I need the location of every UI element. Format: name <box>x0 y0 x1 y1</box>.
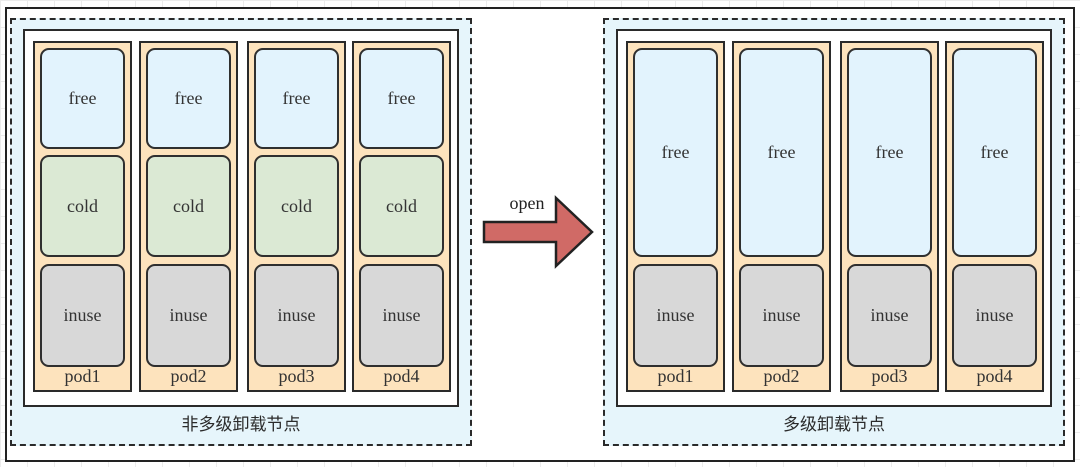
left-pod-3-inuse-segment: inuse <box>254 264 339 367</box>
open-arrow <box>478 190 598 270</box>
right-pod-4-label: pod4 <box>976 366 1013 386</box>
right-pod-3-free-segment: free <box>847 48 932 257</box>
left-pod-4-label: pod4 <box>383 366 420 386</box>
left-pod-2-free-segment: free <box>146 48 231 149</box>
right-pod-2-inuse-segment: inuse <box>739 264 824 367</box>
left-pod-3-free-segment: free <box>254 48 339 149</box>
left-pod-1-free-segment: free <box>40 48 125 149</box>
right-pod-4-free-segment: free <box>952 48 1037 257</box>
right-pod-1-inuse-segment: inuse <box>633 264 718 367</box>
right-node-inner-box: free inuse pod1 free inuse pod2 free inu… <box>616 29 1052 407</box>
right-node-label: 多级卸载节点 <box>783 415 885 435</box>
left-pod-2-label: pod2 <box>170 366 207 386</box>
right-node: free inuse pod1 free inuse pod2 free inu… <box>603 18 1065 446</box>
left-pod-4-inuse-segment: inuse <box>359 264 444 367</box>
right-pod-1-label: pod1 <box>657 366 694 386</box>
right-pod-1: free inuse pod1 <box>626 41 725 392</box>
left-pod-4-free-segment: free <box>359 48 444 149</box>
left-pod-1-label: pod1 <box>64 366 101 386</box>
right-pod-2-free-segment: free <box>739 48 824 257</box>
right-pod-4: free inuse pod4 <box>945 41 1044 392</box>
right-pod-3: free inuse pod3 <box>840 41 939 392</box>
left-pod-2-inuse-segment: inuse <box>146 264 231 367</box>
right-pod-3-label: pod3 <box>871 366 908 386</box>
left-pod-3-cold-segment: cold <box>254 155 339 257</box>
left-pod-4-cold-segment: cold <box>359 155 444 257</box>
left-pod-1: free cold inuse pod1 <box>33 41 132 392</box>
left-pod-3-label: pod3 <box>278 366 315 386</box>
right-pod-4-inuse-segment: inuse <box>952 264 1037 367</box>
right-pod-1-free-segment: free <box>633 48 718 257</box>
right-pod-3-inuse-segment: inuse <box>847 264 932 367</box>
right-pod-2-label: pod2 <box>763 366 800 386</box>
right-pod-2: free inuse pod2 <box>732 41 831 392</box>
left-node-inner-box: free cold inuse pod1 free cold inuse pod… <box>23 29 459 407</box>
left-node: free cold inuse pod1 free cold inuse pod… <box>10 18 472 446</box>
left-pod-1-inuse-segment: inuse <box>40 264 125 367</box>
left-pod-3: free cold inuse pod3 <box>247 41 346 392</box>
arrow-label: open <box>509 193 545 213</box>
left-node-label: 非多级卸载节点 <box>181 415 301 435</box>
left-pod-2-cold-segment: cold <box>146 155 231 257</box>
left-pod-1-cold-segment: cold <box>40 155 125 257</box>
left-pod-4: free cold inuse pod4 <box>352 41 451 392</box>
left-pod-2: free cold inuse pod2 <box>139 41 238 392</box>
arrow-right-icon <box>482 195 594 269</box>
